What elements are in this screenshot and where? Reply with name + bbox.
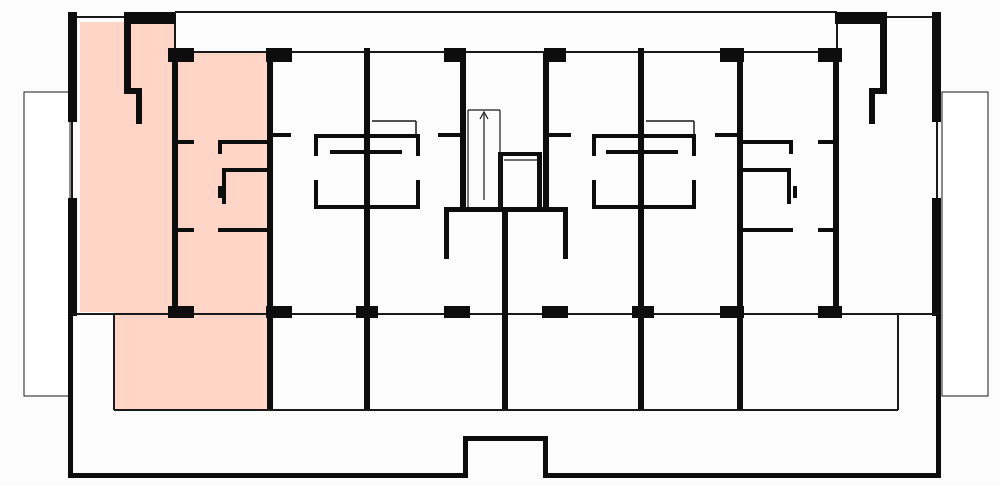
right-jog-wall-1 bbox=[880, 22, 887, 92]
right-jog-wall-3 bbox=[869, 88, 875, 124]
corner-top-left bbox=[124, 12, 176, 24]
right-jog-wall-2 bbox=[869, 88, 887, 94]
outer-wall-left-lower bbox=[68, 198, 77, 316]
balcony-left bbox=[23, 91, 71, 397]
unit-5-partitions bbox=[549, 133, 638, 209]
party-walls-lower bbox=[267, 312, 743, 410]
highlighted-unit-terrace[interactable] bbox=[114, 312, 270, 410]
party-walls-upper bbox=[172, 52, 839, 312]
balcony-right bbox=[941, 91, 989, 397]
left-jog-wall-2 bbox=[124, 88, 142, 94]
arrow-up-icon bbox=[479, 110, 489, 200]
left-jog-wall-3 bbox=[136, 88, 142, 124]
unit-7-partitions bbox=[743, 140, 838, 232]
outer-wall-left bbox=[68, 12, 77, 122]
unit-3-partitions bbox=[370, 120, 460, 209]
outer-wall-right bbox=[932, 12, 941, 122]
corner-top-right bbox=[835, 12, 887, 24]
unit-1-partitions bbox=[172, 140, 270, 232]
podium-outline bbox=[68, 314, 941, 478]
outer-wall-right-lower bbox=[932, 198, 941, 316]
stair-core bbox=[444, 109, 568, 312]
left-jog-wall-1 bbox=[124, 22, 131, 92]
unit-2-partitions bbox=[273, 133, 364, 209]
unit-6-partitions bbox=[644, 120, 737, 209]
